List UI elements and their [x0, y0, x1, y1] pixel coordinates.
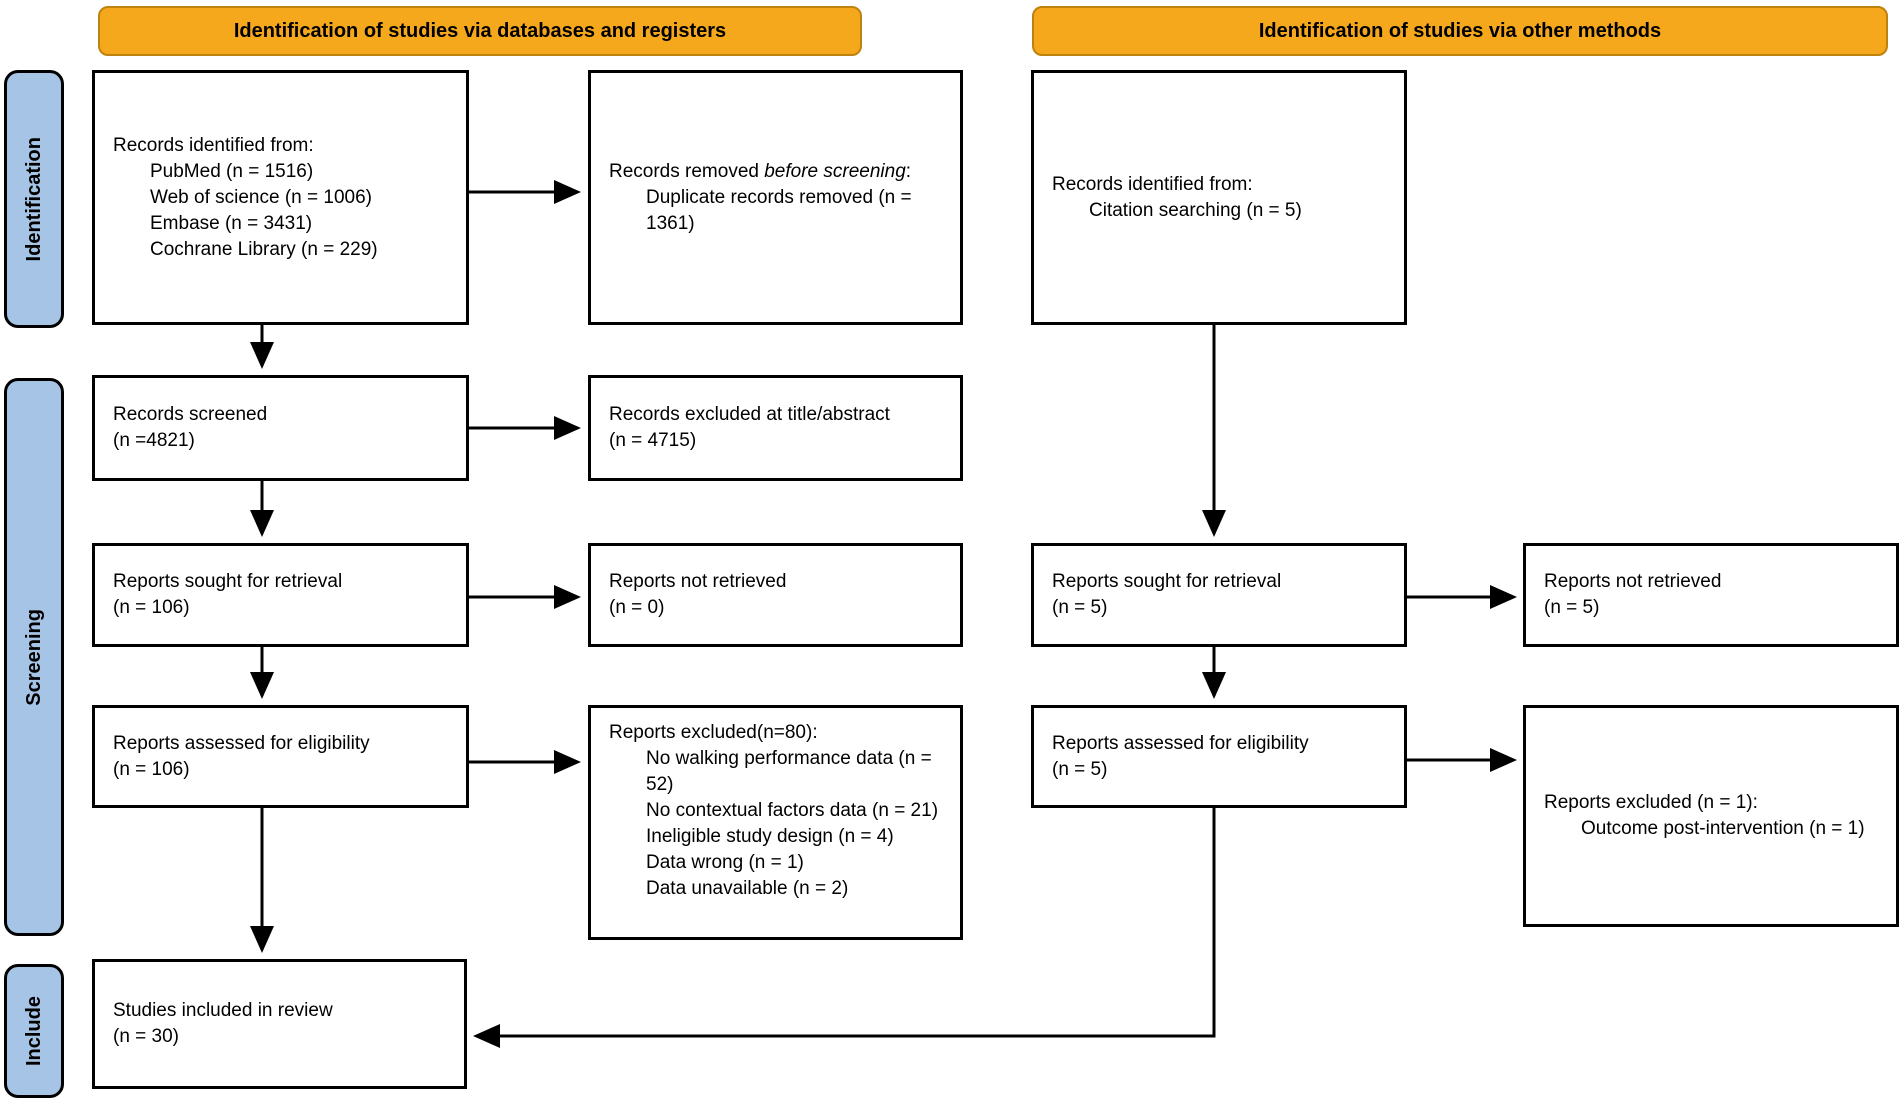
box-title: Records removed before screening:	[609, 159, 942, 185]
box-count: (n =4821)	[113, 430, 195, 451]
box-item: Cochrane Library (n = 229)	[150, 238, 378, 260]
box-title: Reports excluded (n = 1):	[1544, 792, 1758, 813]
box-records-excluded: Records excluded at title/abstract (n = …	[588, 375, 963, 481]
box-title-italic: before screening	[764, 160, 906, 182]
box-item: Embase (n = 3431)	[150, 212, 313, 234]
box-item: Data unavailable (n = 2)	[646, 878, 849, 899]
phase-identification-label: Identification	[22, 136, 45, 262]
box-title: Reports sought for retrieval	[1052, 571, 1282, 592]
box-title: Studies included in review	[113, 1000, 333, 1021]
box-reports-assessed-other: Reports assessed for eligibility (n = 5)	[1031, 705, 1407, 808]
header-databases-registers: Identification of studies via databases …	[98, 6, 862, 56]
box-records-removed: Records removed before screening: Duplic…	[588, 70, 963, 325]
box-reports-excluded-databases: Reports excluded(n=80): No walking perfo…	[588, 705, 963, 940]
phase-screening: Screening	[4, 378, 64, 936]
box-item: Ineligible study design (n = 4)	[646, 826, 894, 847]
box-studies-included: Studies included in review (n = 30)	[92, 959, 467, 1089]
box-count: (n = 5)	[1544, 597, 1600, 618]
box-title: Records excluded at title/abstract	[609, 404, 890, 425]
box-title-text: Records removed	[609, 160, 765, 182]
box-count: (n = 106)	[113, 758, 190, 780]
box-item: Citation searching (n = 5)	[1089, 199, 1302, 221]
box-reports-not-retrieved-databases: Reports not retrieved (n = 0)	[588, 543, 963, 647]
box-count: (n = 5)	[1052, 597, 1108, 618]
phase-include: Include	[4, 964, 64, 1098]
box-item: Outcome post-intervention (n = 1)	[1581, 818, 1865, 839]
phase-include-label: Include	[22, 995, 45, 1066]
box-title: Reports not retrieved	[1544, 571, 1722, 592]
box-title: Reports not retrieved	[609, 571, 787, 592]
box-reports-not-retrieved-other: Reports not retrieved (n = 5)	[1523, 543, 1899, 647]
box-title: Records screened	[113, 404, 268, 425]
phase-screening-label: Screening	[22, 608, 45, 706]
header-databases-registers-label: Identification of studies via databases …	[233, 19, 727, 42]
box-reports-sought-databases: Reports sought for retrieval (n = 106)	[92, 543, 469, 647]
box-count: (n = 0)	[609, 597, 665, 618]
box-title: Reports sought for retrieval	[113, 571, 343, 592]
box-reports-excluded-other: Reports excluded (n = 1): Outcome post-i…	[1523, 705, 1899, 927]
box-count: (n = 30)	[113, 1026, 180, 1047]
box-title-text: :	[905, 160, 912, 182]
box-item: No contextual factors data (n = 21)	[646, 800, 939, 821]
box-reports-sought-other: Reports sought for retrieval (n = 5)	[1031, 543, 1407, 647]
box-count: (n = 5)	[1052, 758, 1108, 780]
box-item: Data wrong (n = 1)	[646, 852, 804, 873]
box-item: PubMed (n = 1516)	[150, 160, 314, 182]
box-count: (n = 4715)	[609, 430, 697, 451]
box-records-identified-other: Records identified from: Citation search…	[1031, 70, 1407, 325]
box-count: (n = 106)	[113, 597, 190, 618]
box-reports-assessed-databases: Reports assessed for eligibility (n = 10…	[92, 705, 469, 808]
phase-identification: Identification	[4, 70, 64, 328]
box-item: No walking performance data (n = 52)	[646, 748, 932, 795]
box-title: Reports excluded(n=80):	[609, 722, 818, 743]
box-records-identified-databases: Records identified from: PubMed (n = 151…	[92, 70, 469, 325]
box-title: Reports assessed for eligibility	[1052, 732, 1309, 754]
box-records-screened: Records screened (n =4821)	[92, 375, 469, 481]
box-item: Web of science (n = 1006)	[150, 186, 372, 208]
header-other-methods-label: Identification of studies via other meth…	[1258, 19, 1662, 42]
header-other-methods: Identification of studies via other meth…	[1032, 6, 1888, 56]
box-title: Reports assessed for eligibility	[113, 732, 370, 754]
box-title: Records identified from:	[1052, 173, 1253, 195]
box-item: Duplicate records removed (n = 1361)	[646, 186, 912, 234]
box-title: Records identified from:	[113, 134, 314, 156]
